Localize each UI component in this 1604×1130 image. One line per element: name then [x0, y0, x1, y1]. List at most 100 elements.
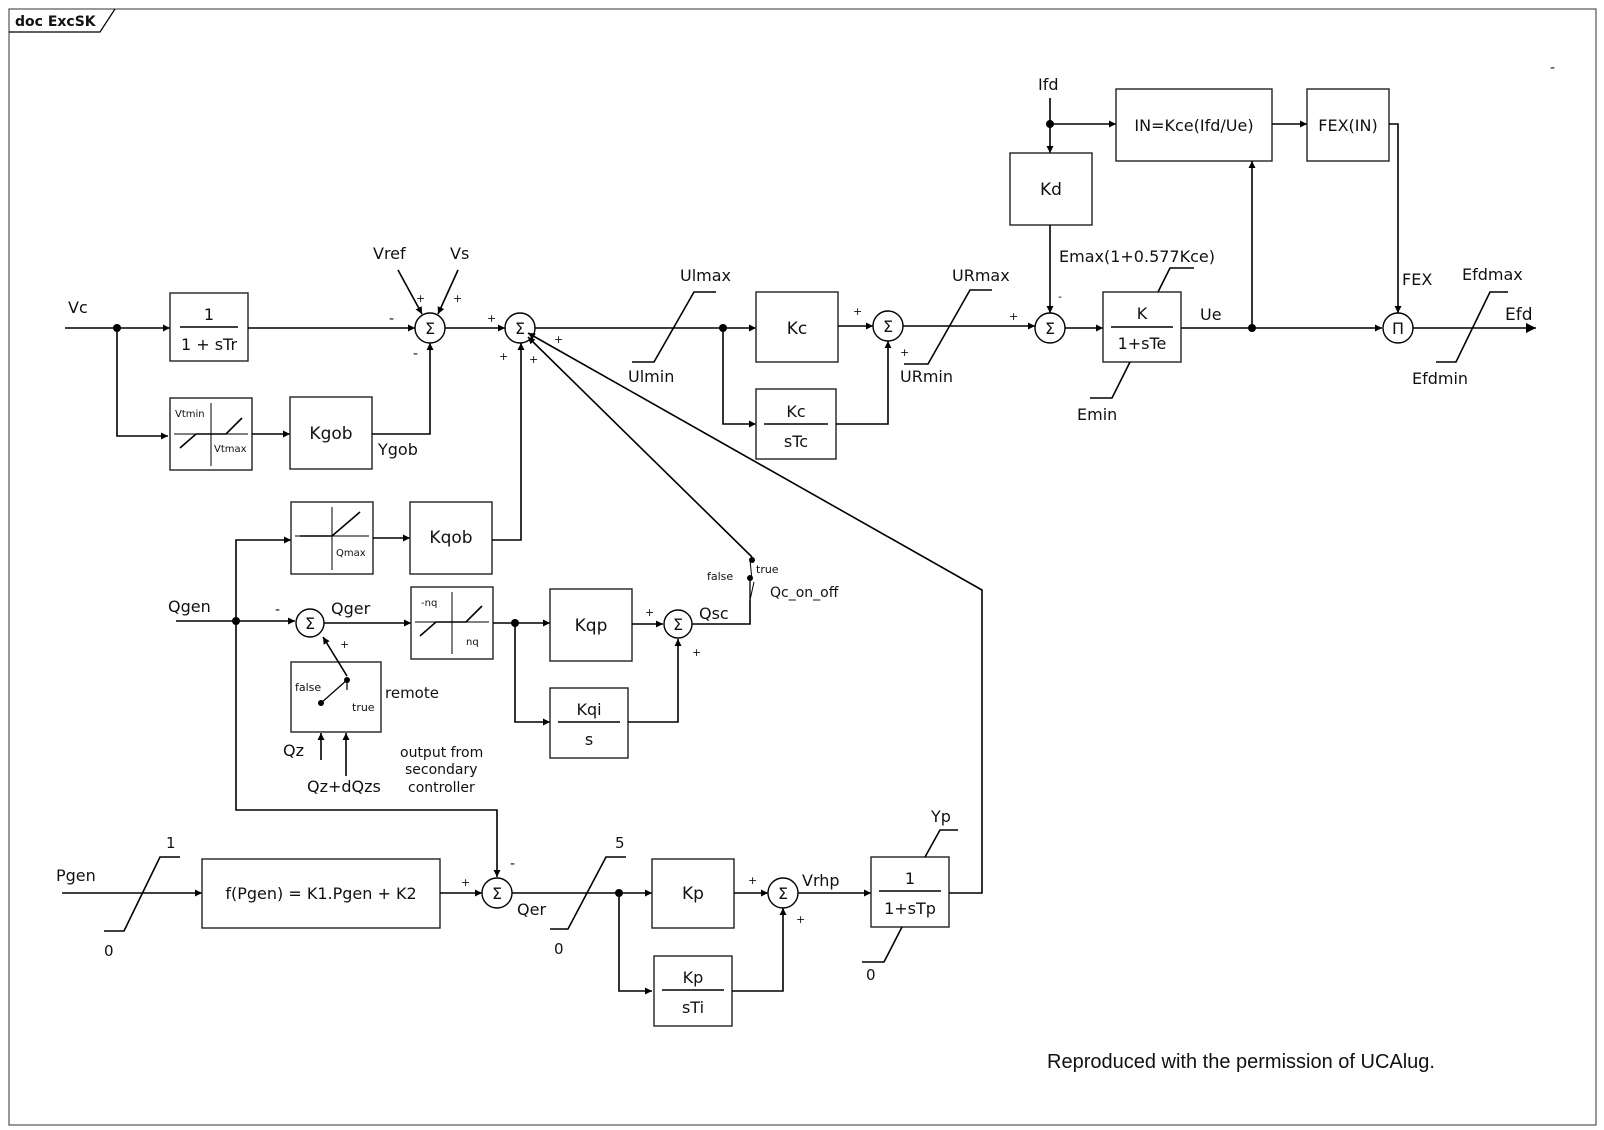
fpgen-label: f(Pgen) = K1.Pgen + K2 [225, 884, 416, 903]
note-line-2: secondary [405, 762, 478, 778]
signal-qc-on-off: Qc_on_off [770, 585, 839, 601]
signal-qz: Qz [283, 741, 304, 760]
sign-plus: + [453, 292, 462, 305]
stray-mark: - [1550, 60, 1555, 76]
deadband-curve [179, 417, 243, 449]
qer-limit-low: 0 [554, 940, 564, 958]
sum-symbol: Σ [673, 615, 683, 634]
sum-symbol: Σ [305, 614, 315, 633]
kc-int-denominator: sTc [784, 432, 808, 451]
kqp-label: Kqp [575, 616, 608, 636]
kqi-numerator: Kqi [576, 700, 601, 719]
wire [1389, 123, 1402, 313]
remote-arm [320, 679, 348, 704]
signal-qz-dqzs: Qz+dQzs [307, 777, 381, 796]
signal-emin: Emin [1077, 405, 1117, 424]
sign-plus: + [853, 305, 862, 318]
function-block-in [1115, 88, 1273, 162]
sign-minus: - [389, 311, 394, 327]
sign-plus: + [340, 638, 349, 651]
signal-vref: Vref [373, 244, 406, 263]
note-line-1: output from [400, 745, 483, 761]
prod-symbol: Π [1392, 319, 1404, 338]
kd-label: Kd [1040, 180, 1062, 200]
wire [437, 269, 459, 315]
wire [692, 600, 751, 625]
remote-false-label: false [295, 681, 321, 694]
signal-vc: Vc [68, 298, 88, 317]
kp-int-numerator: Kp [683, 968, 704, 987]
feedback-wire-yp [527, 332, 983, 894]
signal-ygob: Ygob [377, 440, 418, 459]
signal-pgen: Pgen [56, 866, 96, 885]
signal-efd: Efd [1505, 305, 1533, 325]
signal-efdmax: Efdmax [1462, 265, 1523, 284]
tp-denominator: 1+sTp [884, 899, 936, 918]
sign-plus: + [692, 646, 701, 659]
sign-plus: + [461, 876, 470, 889]
qmax-label: Qmax [336, 548, 366, 559]
sum-symbol: Σ [778, 884, 788, 903]
sum-symbol: Σ [515, 319, 525, 338]
gain-block-kd [1009, 152, 1093, 226]
kqob-label: Kqob [429, 528, 472, 548]
credit-text: Reproduced with the permission of UCAlug… [1047, 1051, 1435, 1073]
integrator-block-kqi [549, 687, 629, 759]
signal-efdmin: Efdmin [1412, 369, 1468, 388]
signal-ulmin: Ulmin [628, 367, 674, 386]
wire [722, 328, 756, 428]
limiter-efd [1436, 291, 1508, 363]
yp-limit-low: 0 [866, 966, 876, 984]
limiter-ul [632, 291, 716, 363]
wire [116, 328, 168, 440]
sign-plus: + [796, 913, 805, 926]
sign-plus: + [416, 292, 425, 305]
wire [235, 536, 291, 621]
signal-remote: remote [385, 684, 439, 702]
sum-symbol: Σ [883, 317, 893, 336]
switch-true-label: true [756, 563, 779, 576]
sum-symbol: Σ [425, 319, 435, 338]
signal-urmin: URmin [900, 367, 953, 386]
signal-qger: Qger [331, 599, 371, 618]
limiter-yp-low [862, 926, 903, 963]
deadband-hi-label: Vtmin [175, 409, 205, 420]
sign-minus: - [510, 856, 515, 872]
remote-true-label: true [352, 701, 375, 714]
frame-tab [9, 8, 116, 33]
signal-vrhp: Vrhp [802, 871, 840, 890]
in-function-label: IN=Kce(Ifd/Ue) [1134, 116, 1253, 135]
nq-lo-label: nq [466, 637, 479, 648]
signal-ue: Ue [1200, 305, 1222, 324]
gain-block-kqob [409, 501, 493, 575]
gain-block-kgob [289, 396, 373, 470]
kc-int-numerator: Kc [786, 402, 805, 421]
signal-ifd: Ifd [1038, 75, 1059, 94]
function-block-fex [1306, 88, 1390, 162]
wire [492, 343, 525, 541]
te-denominator: 1+sTe [1118, 334, 1167, 353]
switch-lever [749, 581, 755, 601]
wire [836, 341, 892, 425]
tp-numerator: 1 [905, 869, 915, 888]
signal-urmax: URmax [952, 266, 1010, 285]
kgob-label: Kgob [309, 424, 352, 444]
signal-vs: Vs [450, 244, 469, 263]
diagram-frame [8, 8, 1597, 1126]
nq-curve [419, 605, 483, 637]
deadband-lo-label: Vtmax [214, 444, 247, 455]
kp-label: Kp [682, 884, 704, 904]
signal-emax: Emax(1+0.577Kce) [1059, 247, 1215, 266]
frame-title: doc ExcSK [15, 14, 97, 30]
signal-qgen: Qgen [168, 597, 211, 616]
wire [732, 908, 787, 992]
pgen-limit-high: 1 [166, 834, 176, 852]
gain-block-kc [755, 291, 839, 363]
signal-qsc: Qsc [699, 604, 729, 623]
sign-plus: + [748, 874, 757, 887]
sum-symbol: Σ [1045, 319, 1055, 338]
limiter-qer [550, 856, 626, 930]
sign-plus: + [900, 346, 909, 359]
wire [372, 343, 434, 435]
